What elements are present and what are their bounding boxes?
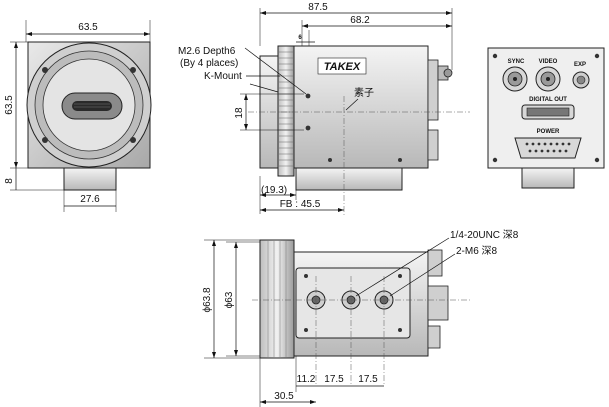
screw — [328, 158, 332, 162]
side-back-focus-dim: (19.3) — [261, 185, 287, 196]
digital-out-label: DIGITAL OUT — [529, 97, 567, 103]
side-small-dim: 6 — [298, 35, 302, 41]
side-flange-dim: FB : 45.5 — [280, 199, 321, 210]
front-base-height-dim: 8 — [4, 178, 15, 184]
power-label: POWER — [537, 129, 560, 135]
side-base — [295, 167, 403, 191]
screw — [130, 67, 136, 73]
rear-panel-view: SYNC VIDEO EXP DIGITAL OUT POWER — [487, 47, 605, 189]
front-height-dim: 63.5 — [4, 95, 15, 115]
callout-mount: K-Mount — [204, 71, 242, 82]
side-sensor-offset-dim: 18 — [234, 107, 245, 119]
front-width-dim: 63.5 — [78, 22, 98, 33]
video-label: VIDEO — [539, 59, 558, 65]
power-connector — [514, 137, 582, 159]
side-overall-length-dim: 87.5 — [308, 2, 328, 13]
front-base — [63, 167, 117, 191]
front-base-width-dim: 27.6 — [80, 194, 100, 205]
sync-label: SYNC — [508, 59, 525, 65]
screw — [42, 137, 48, 143]
screw — [42, 67, 48, 73]
callout-m6: 2-M6 深8 — [456, 245, 498, 257]
callout-screw: M2.6 Depth6 — [178, 46, 236, 57]
screw — [305, 125, 311, 131]
exp-label: EXP — [574, 62, 586, 68]
screw — [130, 137, 136, 143]
front-offset-dim: 30.5 — [274, 391, 294, 402]
callout-sensor: 素子 — [354, 86, 374, 99]
callout-tripod: 1/4-20UNC 深8 — [450, 229, 519, 241]
side-body-length-dim: 68.2 — [350, 15, 370, 26]
front-view: 63.5 63.5 8 27.6 — [4, 20, 152, 212]
brand-logo: TAKEX — [324, 61, 361, 73]
screw — [398, 158, 402, 162]
bottom-view: ϕ63.8 ϕ63 — [202, 229, 519, 407]
hole-dim-2: 17.5 — [324, 374, 344, 385]
inner-diameter-dim: ϕ63 — [224, 291, 235, 308]
bottom-lens-barrel — [259, 239, 295, 359]
screw — [305, 93, 311, 99]
callout-places: (By 4 places) — [180, 58, 238, 69]
outer-diameter-dim: ϕ63.8 — [202, 287, 213, 313]
hole-dim-1: 11.2 — [297, 374, 316, 385]
lens-knurl-ring — [277, 45, 295, 177]
side-view: 87.5 68.2 6 — [178, 2, 470, 216]
hole-dim-3: 17.5 — [358, 374, 378, 385]
sensor-opening — [72, 101, 112, 111]
